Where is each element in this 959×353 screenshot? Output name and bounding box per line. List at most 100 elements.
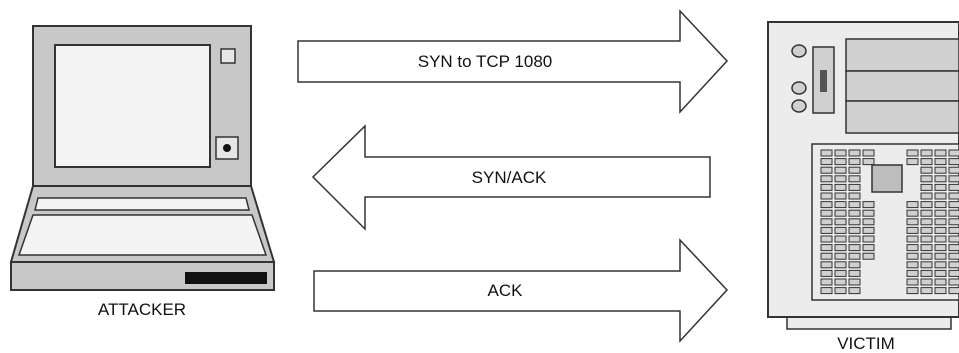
- vent-cell: [862, 226, 875, 234]
- vent-cell: [848, 166, 861, 174]
- arrow-shape: [313, 238, 729, 343]
- vent-cell: [848, 209, 861, 217]
- vent-cell: [848, 244, 861, 252]
- syn-arrow-label: SYN to TCP 1080: [418, 52, 553, 71]
- syn-ack-arrow: SYN/ACK: [311, 124, 711, 231]
- victim-server: VICTIM: [767, 21, 959, 353]
- vent-cell: [934, 201, 947, 209]
- vent-cell: [820, 201, 833, 209]
- vent-cell: [906, 158, 919, 166]
- laptop-palmrest: [17, 214, 268, 256]
- vent-cell: [934, 278, 947, 286]
- vent-cell: [848, 226, 861, 234]
- laptop-square-button: [220, 48, 236, 64]
- vent-cell: [906, 261, 919, 269]
- vent-cell: [820, 166, 833, 174]
- vent-cell: [934, 149, 947, 157]
- vent-cell: [820, 175, 833, 183]
- vent-cell: [834, 226, 847, 234]
- vent-cell: [848, 218, 861, 226]
- vent-cell: [948, 287, 959, 295]
- syn-arrow: SYN to TCP 1080: [297, 9, 729, 114]
- ack-arrow-label: ACK: [488, 281, 524, 300]
- vent-cell: [948, 278, 959, 286]
- vent-cell: [820, 244, 833, 252]
- vent-cell: [820, 235, 833, 243]
- vent-cell: [820, 183, 833, 191]
- vent-cell: [920, 244, 933, 252]
- vent-cell: [934, 235, 947, 243]
- vent-cell: [920, 252, 933, 260]
- vent-cell: [906, 235, 919, 243]
- vent-cell: [834, 166, 847, 174]
- vent-cell: [848, 201, 861, 209]
- vent-cell: [920, 218, 933, 226]
- vent-cell: [848, 235, 861, 243]
- victim-label: VICTIM: [837, 334, 895, 353]
- vent-cell: [848, 269, 861, 277]
- vent-cell: [848, 158, 861, 166]
- vent-cell: [862, 209, 875, 217]
- vent-cell: [934, 209, 947, 217]
- vent-cell: [834, 192, 847, 200]
- vent-cell: [848, 287, 861, 295]
- vent-cell: [834, 244, 847, 252]
- attacker-label: ATTACKER: [98, 300, 186, 319]
- vent-cell: [920, 158, 933, 166]
- vent-cell: [920, 235, 933, 243]
- vent-cell: [820, 252, 833, 260]
- vent-cell: [834, 235, 847, 243]
- laptop-screen: [54, 44, 211, 168]
- vent-cell: [934, 218, 947, 226]
- vent-cell: [934, 166, 947, 174]
- vent-cell: [862, 218, 875, 226]
- server-button-mid: [791, 81, 807, 95]
- vent-cell: [820, 149, 833, 157]
- vent-cell: [834, 175, 847, 183]
- vent-cell: [834, 158, 847, 166]
- vent-cell: [820, 192, 833, 200]
- vent-cell: [920, 201, 933, 209]
- vent-cell: [820, 158, 833, 166]
- vent-cell: [906, 244, 919, 252]
- vent-cell: [948, 218, 959, 226]
- vent-cell: [948, 166, 959, 174]
- vent-cell: [862, 244, 875, 252]
- vent-cell: [848, 278, 861, 286]
- vent-cell: [834, 149, 847, 157]
- vent-cell: [920, 149, 933, 157]
- vent-cell: [920, 209, 933, 217]
- vent-cell: [920, 287, 933, 295]
- vent-cell: [934, 287, 947, 295]
- vent-cell: [920, 175, 933, 183]
- vent-cell: [834, 201, 847, 209]
- vent-cell: [948, 183, 959, 191]
- laptop-drive-slot: [185, 272, 267, 284]
- ack-arrow: ACK: [313, 238, 729, 343]
- server-bay-2: [845, 70, 959, 102]
- vent-cell: [934, 158, 947, 166]
- vent-cell: [948, 269, 959, 277]
- vent-cell: [948, 252, 959, 260]
- vent-cell: [834, 252, 847, 260]
- vent-cell: [934, 269, 947, 277]
- vent-cell: [848, 261, 861, 269]
- vent-cell: [834, 218, 847, 226]
- vent-cell: [934, 244, 947, 252]
- vent-cell: [820, 261, 833, 269]
- vent-cell: [906, 149, 919, 157]
- vent-cell: [920, 183, 933, 191]
- vent-cell: [934, 183, 947, 191]
- server-bay-3: [845, 100, 959, 134]
- vent-cell: [848, 149, 861, 157]
- vent-cell: [920, 192, 933, 200]
- vent-cell: [948, 192, 959, 200]
- vent-cell: [934, 192, 947, 200]
- vent-cell: [906, 209, 919, 217]
- vent-cell: [820, 278, 833, 286]
- vent-grid: [820, 149, 959, 295]
- vent-cell: [848, 192, 861, 200]
- server-button-top: [791, 44, 807, 58]
- arrow-shape: [311, 124, 711, 231]
- laptop-keyboard: [34, 197, 250, 211]
